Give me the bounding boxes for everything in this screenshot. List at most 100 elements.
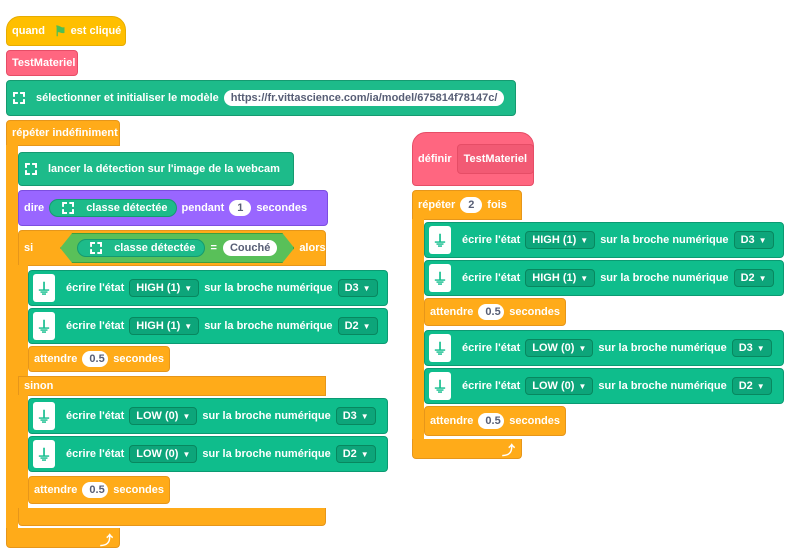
usb-icon: ⏚ (429, 264, 451, 292)
define-testmateriel-hat[interactable]: définir TestMateriel (412, 132, 534, 186)
wait-seconds-input[interactable]: 0.5 (82, 351, 109, 367)
state-dropdown[interactable]: LOW (0)▼ (525, 339, 594, 357)
pin-dropdown[interactable]: D2▼ (731, 377, 772, 395)
state-dropdown[interactable]: HIGH (1)▼ (129, 317, 200, 335)
chevron-down-icon: ▼ (182, 411, 191, 421)
pin-value: D2 (344, 320, 359, 332)
wait-label: attendre (430, 415, 474, 427)
state-value: HIGH (1) (532, 272, 577, 284)
loop-arrow-icon: ⤴ (502, 443, 516, 458)
pin-value: D2 (342, 448, 357, 460)
times-label: fois (487, 199, 507, 211)
pin-dropdown[interactable]: D3▼ (335, 407, 376, 425)
equals-operator: = (210, 242, 217, 254)
then-label: alors (299, 242, 326, 254)
detected-class-reporter[interactable]: classe détectée (49, 199, 177, 217)
state-value: LOW (0) (136, 448, 179, 460)
wait-seconds-input[interactable]: 0.5 (82, 482, 109, 498)
state-value: LOW (0) (532, 380, 575, 392)
on-pin-label: sur la broche numérique (600, 272, 729, 284)
usb-icon: ⏚ (33, 312, 55, 340)
say-label: dire (24, 202, 45, 214)
digital-write-block[interactable]: ⏚ écrire l'état HIGH (1)▼ sur la broche … (28, 270, 388, 306)
state-dropdown[interactable]: LOW (0)▼ (525, 377, 594, 395)
pin-dropdown[interactable]: D3▼ (733, 231, 774, 249)
write-state-label: écrire l'état (66, 320, 125, 332)
call-testmateriel-block[interactable]: TestMateriel (6, 50, 78, 76)
if-arm (18, 265, 28, 377)
init-model-block[interactable]: sélectionner et initialiser le modèle ht… (6, 80, 516, 116)
repeat-footer (412, 439, 522, 459)
state-dropdown[interactable]: LOW (0)▼ (129, 445, 198, 463)
webcam-detection-block[interactable]: lancer la détection sur l'image de la we… (18, 152, 294, 186)
chevron-down-icon: ▼ (360, 449, 369, 459)
wait-block[interactable]: attendre 0.5 secondes (28, 476, 170, 504)
chevron-down-icon: ▼ (360, 411, 369, 421)
procedure-name: TestMateriel (12, 57, 76, 69)
on-pin-label: sur la broche numérique (598, 342, 727, 354)
when-label: quand (12, 25, 45, 37)
digital-write-block[interactable]: ⏚ écrire l'état LOW (0)▼ sur la broche n… (424, 330, 784, 366)
chevron-down-icon: ▼ (756, 381, 765, 391)
repeat-count-input[interactable]: 2 (460, 197, 483, 213)
wait-seconds-input[interactable]: 0.5 (478, 304, 505, 320)
repeat-block[interactable]: répéter 2 fois (412, 190, 522, 220)
procedure-prototype[interactable]: TestMateriel (456, 144, 534, 174)
pin-dropdown[interactable]: D2▼ (335, 445, 376, 463)
wait-label: attendre (34, 353, 78, 365)
pin-dropdown[interactable]: D3▼ (731, 339, 772, 357)
focus-frame-icon (13, 92, 25, 104)
digital-write-block[interactable]: ⏚ écrire l'état LOW (0)▼ sur la broche n… (424, 368, 784, 404)
define-label: définir (418, 153, 452, 165)
wait-block[interactable]: attendre 0.5 secondes (28, 346, 170, 372)
when-flag-clicked-block[interactable]: quand ⚑ est cliqué (6, 16, 126, 46)
state-dropdown[interactable]: HIGH (1)▼ (525, 269, 596, 287)
digital-write-block[interactable]: ⏚ écrire l'état LOW (0)▼ sur la broche n… (28, 398, 388, 434)
digital-write-block[interactable]: ⏚ écrire l'état HIGH (1)▼ sur la broche … (424, 222, 784, 258)
equals-condition[interactable]: classe détectée = Couché (60, 233, 294, 263)
wait-label: attendre (34, 484, 78, 496)
focus-frame-icon (90, 242, 102, 254)
if-else-block[interactable]: si classe détectée = Couché alors (18, 230, 326, 266)
forever-block[interactable]: répéter indéfiniment (6, 120, 120, 146)
seconds-label: secondes (113, 353, 164, 365)
usb-icon: ⏚ (429, 372, 451, 400)
say-seconds-input[interactable]: 1 (229, 200, 252, 216)
pin-value: D3 (344, 282, 359, 294)
detected-class-reporter[interactable]: classe détectée (77, 239, 204, 257)
say-for-seconds-block[interactable]: dire classe détectée pendant 1 secondes (18, 190, 328, 226)
state-value: HIGH (1) (136, 320, 181, 332)
write-state-label: écrire l'état (462, 342, 521, 354)
write-state-label: écrire l'état (462, 272, 521, 284)
if-else-footer (18, 508, 326, 526)
digital-write-block[interactable]: ⏚ écrire l'état LOW (0)▼ sur la broche n… (28, 436, 388, 472)
wait-block[interactable]: attendre 0.5 secondes (424, 298, 566, 326)
repeat-label: répéter (418, 199, 456, 211)
on-pin-label: sur la broche numérique (204, 282, 333, 294)
on-pin-label: sur la broche numérique (598, 380, 727, 392)
pin-dropdown[interactable]: D2▼ (733, 269, 774, 287)
wait-seconds-input[interactable]: 0.5 (478, 413, 505, 429)
chevron-down-icon: ▼ (758, 273, 767, 283)
state-dropdown[interactable]: LOW (0)▼ (129, 407, 198, 425)
digital-write-block[interactable]: ⏚ écrire l'état HIGH (1)▼ sur la broche … (28, 308, 388, 344)
wait-block[interactable]: attendre 0.5 secondes (424, 406, 566, 436)
pin-dropdown[interactable]: D2▼ (337, 317, 378, 335)
focus-frame-icon (25, 163, 37, 175)
on-pin-label: sur la broche numérique (202, 448, 331, 460)
compare-value-input[interactable]: Couché (223, 240, 277, 256)
pin-dropdown[interactable]: D3▼ (337, 279, 378, 297)
state-dropdown[interactable]: HIGH (1)▼ (129, 279, 200, 297)
chevron-down-icon: ▼ (578, 343, 587, 353)
digital-write-block[interactable]: ⏚ écrire l'état HIGH (1)▼ sur la broche … (424, 260, 784, 296)
repeat-arm (412, 219, 424, 439)
forever-arm (6, 145, 18, 528)
wait-label: attendre (430, 306, 474, 318)
write-state-label: écrire l'état (462, 380, 521, 392)
chevron-down-icon: ▼ (362, 283, 371, 293)
on-pin-label: sur la broche numérique (600, 234, 729, 246)
state-dropdown[interactable]: HIGH (1)▼ (525, 231, 596, 249)
usb-icon: ⏚ (33, 440, 55, 468)
seconds-label: secondes (509, 306, 560, 318)
model-url-input[interactable]: https://fr.vittascience.com/ia/model/675… (223, 90, 505, 106)
